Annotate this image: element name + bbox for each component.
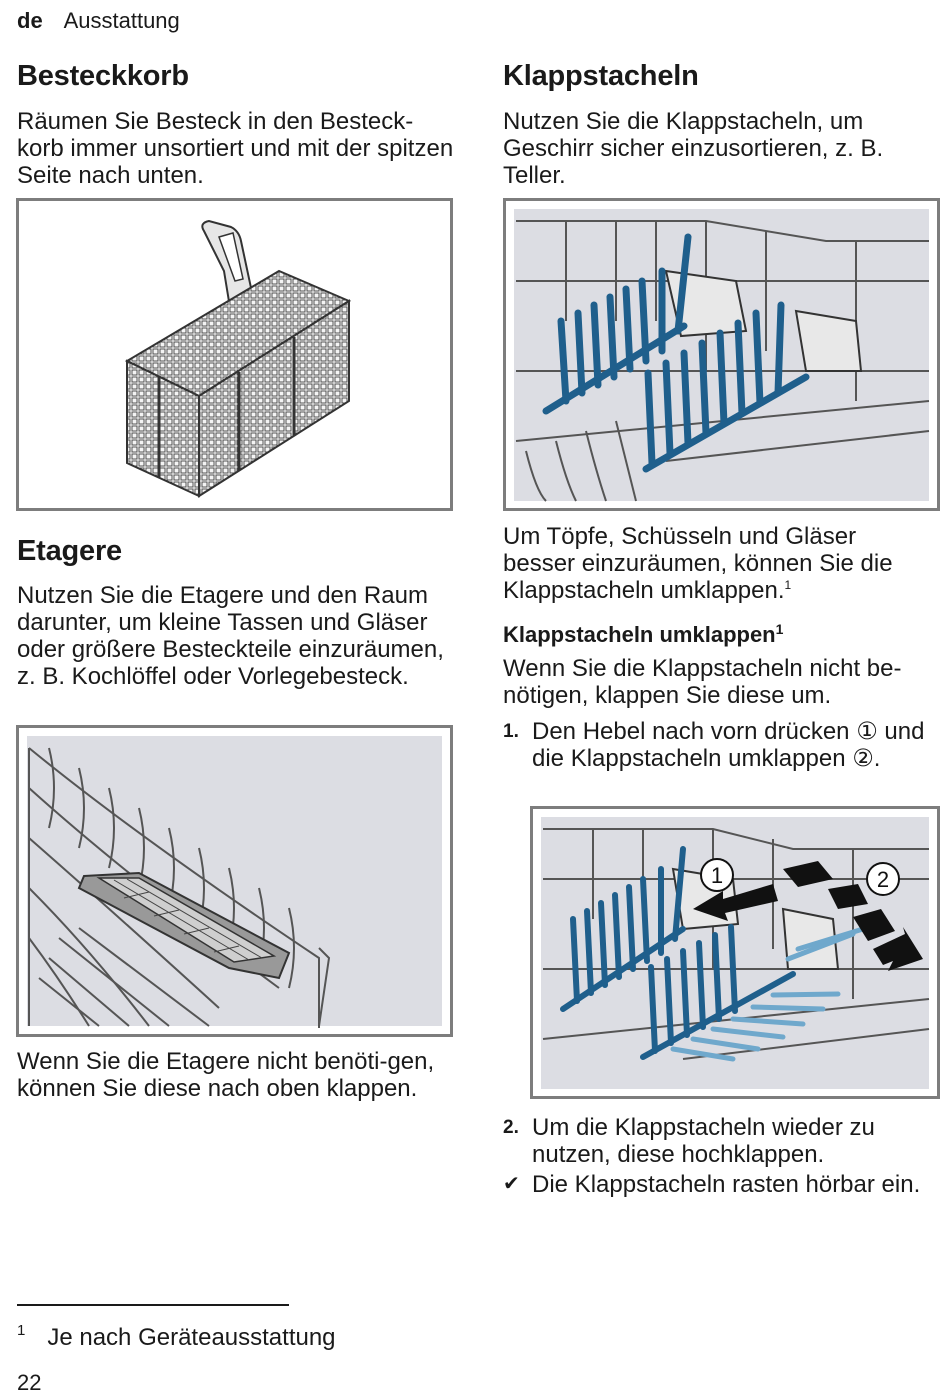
klappstacheln-after-text: Um Töpfe, Schüsseln und Gläser besser ei… — [503, 523, 933, 604]
result-text: Die Klappstacheln rasten hörbar ein. — [532, 1171, 921, 1198]
language-code: de — [17, 8, 43, 33]
footnote-text: Je nach Geräteausstattung — [47, 1324, 336, 1351]
cutlery-basket-figure — [16, 198, 453, 511]
umklappen-heading: Klappstacheln umklappen1 — [503, 622, 783, 648]
step-number: 2. — [503, 1117, 519, 1138]
step-text: Um die Klappstacheln wieder zu nutzen, d… — [532, 1114, 875, 1168]
etagere-figure — [16, 725, 453, 1037]
cutlery-basket-illustration — [124, 219, 352, 498]
umklappen-intro: Wenn Sie die Klappstacheln nicht be-nöti… — [503, 655, 902, 709]
check-icon: ✔ — [503, 1173, 520, 1195]
etagere-rack-illustration — [27, 736, 442, 1028]
step-1: 1. Den Hebel nach vorn drücken ① und die… — [503, 718, 933, 772]
klappstacheln-text: Nutzen Sie die Klappstacheln, um Geschir… — [503, 108, 884, 189]
fold-spikes-steps-illustration: 1 2 — [541, 817, 930, 1089]
page-header: de Ausstattung — [17, 8, 180, 34]
folding-spikes-figure — [503, 198, 940, 511]
step-number: 1. — [503, 721, 519, 742]
umklappen-heading-text: Klappstacheln umklappen — [503, 622, 776, 647]
callout-2: 2 — [877, 867, 889, 892]
besteckkorb-text: Räumen Sie Besteck in den Besteck-korb i… — [17, 108, 454, 189]
etagere-after-text: Wenn Sie die Etagere nicht benöti-gen, k… — [17, 1048, 435, 1102]
step-text: Den Hebel nach vorn drücken ① und die Kl… — [532, 718, 925, 772]
footnote-mark: 1 — [17, 1322, 26, 1339]
etagere-heading: Etagere — [17, 535, 122, 567]
klappstacheln-heading: Klappstacheln — [503, 60, 699, 92]
step-2: 2. Um die Klappstacheln wieder zu nutzen… — [503, 1114, 933, 1168]
footnote: 1 Je nach Geräteausstattung — [17, 1322, 336, 1352]
besteckkorb-heading: Besteckkorb — [17, 60, 189, 92]
callout-1: 1 — [711, 863, 723, 888]
page-number: 22 — [17, 1370, 42, 1395]
etagere-text: Nutzen Sie die Etagere und den Raum daru… — [17, 582, 444, 690]
section-name: Ausstattung — [63, 8, 180, 33]
umklappen-footnote-ref: 1 — [775, 621, 784, 637]
fold-spikes-steps-figure: 1 2 — [530, 806, 940, 1099]
klappstacheln-after-text-body: Um Töpfe, Schüsseln und Gläser besser ei… — [503, 523, 893, 604]
folding-spikes-illustration — [514, 209, 930, 502]
footnote-ref: 1 — [784, 578, 792, 592]
footnote-separator — [17, 1304, 289, 1306]
step-result: ✔ Die Klappstacheln rasten hörbar ein. — [503, 1171, 933, 1198]
